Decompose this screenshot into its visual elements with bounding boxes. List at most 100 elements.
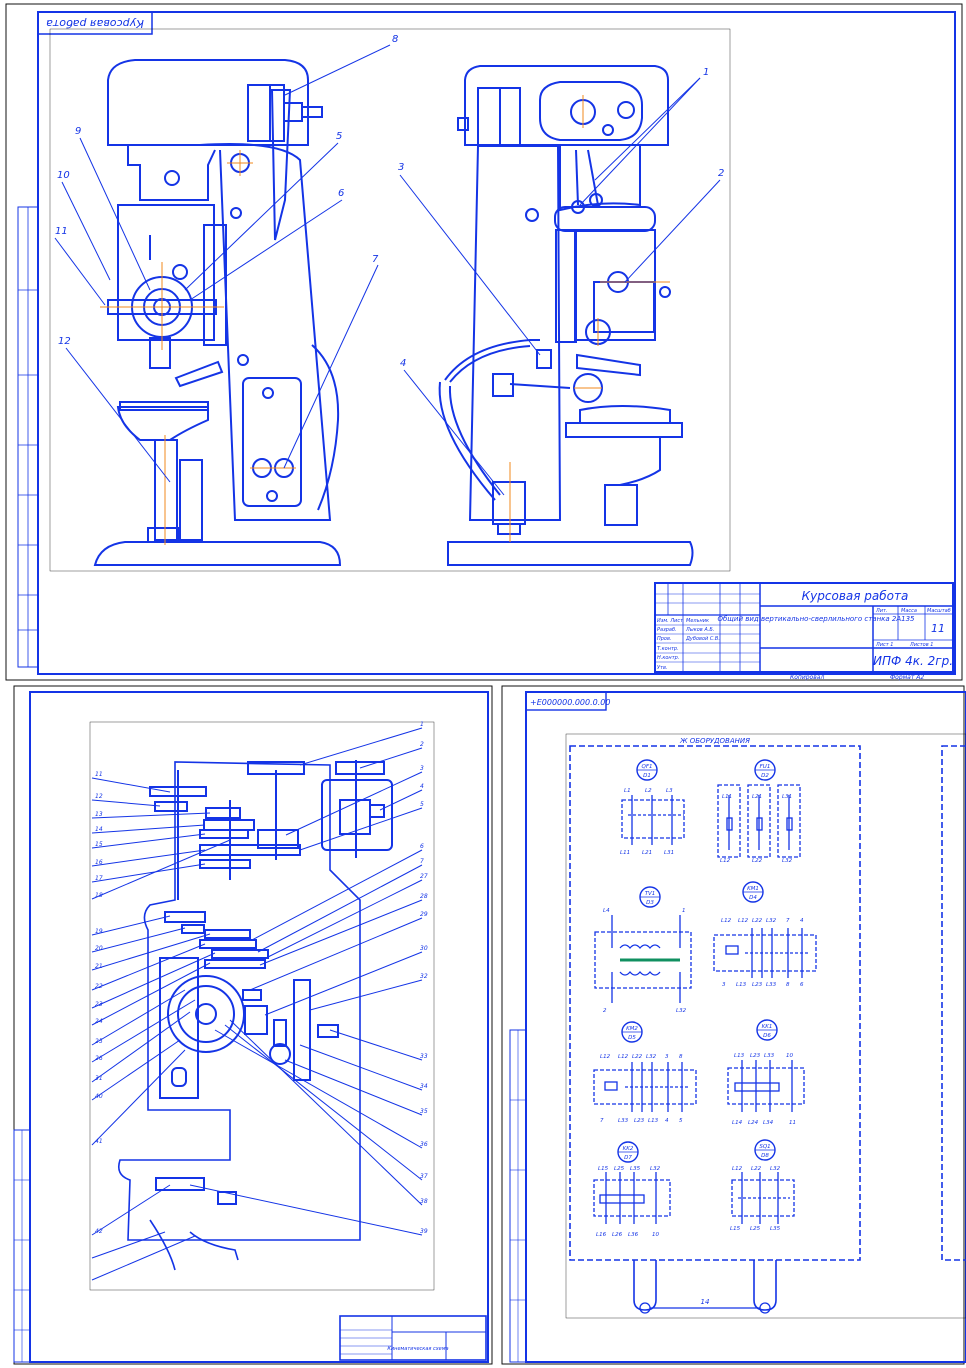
title-sheet-count: 11 bbox=[931, 622, 945, 635]
s2-label-l13: 24 bbox=[95, 1018, 103, 1025]
s2-label-l3: 14 bbox=[95, 826, 103, 833]
name-1: Лыков А.Б. bbox=[685, 627, 714, 633]
km1-bot-4: 8 bbox=[786, 982, 790, 988]
kk1-top-3: 10 bbox=[786, 1053, 793, 1059]
km1-bot-3: L33 bbox=[766, 982, 777, 988]
s2-label-r10: 30 bbox=[420, 945, 428, 952]
qf1-bot-0: L11 bbox=[620, 850, 630, 856]
name-0: Мельник bbox=[686, 618, 709, 624]
tag-km1: KM1 bbox=[747, 886, 759, 892]
kk1-top-2: L33 bbox=[764, 1053, 775, 1059]
s2-label-r14: 35 bbox=[420, 1108, 428, 1115]
km1-bot-0: 3 bbox=[722, 982, 726, 988]
s2-label-r11: 32 bbox=[420, 973, 428, 980]
tv1-top-0: L4 bbox=[603, 908, 610, 914]
tag-kk1: KK1 bbox=[762, 1024, 773, 1030]
kinematic-scheme bbox=[117, 760, 393, 1271]
tag-kk2: KK2 bbox=[623, 1146, 634, 1152]
role-4: Н.контр. bbox=[657, 655, 679, 661]
callout-12: 12 bbox=[58, 336, 71, 347]
s2-label-l15: 26 bbox=[95, 1055, 103, 1062]
panel-title: Ж ОБОРУДОВАНИЯ bbox=[679, 737, 750, 745]
km1-top-5: 4 bbox=[800, 918, 804, 924]
component-tags bbox=[617, 759, 778, 1163]
s2-label-r15: 36 bbox=[420, 1141, 428, 1148]
km2-top-0: L12 bbox=[600, 1054, 611, 1060]
s2-label-l11: 22 bbox=[95, 983, 103, 990]
tag-sq1: SQ1 bbox=[759, 1144, 770, 1150]
tag-tv1: TV1 bbox=[645, 891, 656, 897]
equipment-panel bbox=[569, 745, 861, 1261]
callout-11: 11 bbox=[55, 226, 68, 237]
kk1-bot-1: L24 bbox=[748, 1120, 759, 1126]
s2-label-l1: 12 bbox=[95, 793, 103, 800]
qf1-bot-1: L21 bbox=[642, 850, 652, 856]
km2-bot-3: L13 bbox=[648, 1118, 659, 1124]
s2-label-r8: 28 bbox=[420, 893, 428, 900]
qf1-top-0: L1 bbox=[624, 788, 631, 794]
fu1-bot-2: L32 bbox=[782, 858, 793, 864]
rotated-stamp: Курсовая работа bbox=[46, 17, 144, 30]
fu1-top-1: L21 bbox=[752, 794, 762, 800]
role-3: Т.контр. bbox=[657, 646, 679, 652]
tag-qf1: QF1 bbox=[642, 764, 653, 770]
sq1-bot-0: L15 bbox=[730, 1226, 741, 1232]
title-col-mass: Масса bbox=[901, 608, 917, 614]
callout-2: 2 bbox=[718, 168, 724, 179]
callout-1: 1 bbox=[703, 67, 709, 78]
km1-top-4: 7 bbox=[786, 918, 790, 924]
km1-bot-2: L23 bbox=[752, 982, 763, 988]
kk1-bot-3: 11 bbox=[789, 1120, 796, 1126]
sheet-2: 11 12 13 14 15 16 17 18 19 20 21 22 23 2… bbox=[13, 685, 493, 1365]
kk2-bot-3: 10 bbox=[652, 1232, 659, 1238]
tag-km2: KM2 bbox=[626, 1026, 638, 1032]
s2-label-r13: 34 bbox=[420, 1083, 428, 1090]
tag-tv1-sub: D3 bbox=[646, 900, 654, 906]
drill-press-front-view bbox=[93, 59, 342, 566]
km1-bot-5: 6 bbox=[800, 982, 804, 988]
leader-lines-sheet1 bbox=[54, 44, 721, 496]
km1-top-1: L12 bbox=[738, 918, 749, 924]
drill-press-side-view bbox=[438, 65, 694, 566]
s2-label-r9: 29 bbox=[420, 911, 428, 918]
s2-label-r7: 27 bbox=[420, 873, 428, 880]
sq1-top-2: L32 bbox=[770, 1166, 781, 1172]
callout-9: 9 bbox=[75, 126, 81, 137]
role-5: Утв. bbox=[657, 665, 668, 671]
title-designation: Общий вид вертикально-сверлильного станк… bbox=[717, 615, 915, 623]
s2-label-r0: 1 bbox=[420, 721, 424, 728]
callout-10: 10 bbox=[57, 170, 70, 181]
kk2-top-1: L25 bbox=[614, 1166, 625, 1172]
s2-label-r6: 7 bbox=[420, 858, 424, 865]
km2-top-5: 8 bbox=[679, 1054, 683, 1060]
kk1-bot-2: L34 bbox=[763, 1120, 774, 1126]
tag-qf1-sub: D1 bbox=[643, 773, 651, 779]
tv1-top-1: 1 bbox=[682, 908, 686, 914]
sheet-1: Курсовая работа bbox=[5, 3, 963, 681]
callout-4: 4 bbox=[400, 358, 406, 369]
kk1-bot-0: L14 bbox=[732, 1120, 743, 1126]
fu1-top-0: L11 bbox=[722, 794, 732, 800]
tag-km1-sub: D4 bbox=[749, 895, 757, 901]
s2-label-r18: 39 bbox=[420, 1228, 428, 1235]
sheet-3: +E000000.000.0.00 Ж ОБОРУДОВАНИЯ bbox=[501, 685, 966, 1365]
code-box: +E000000.000.0.00 bbox=[530, 698, 610, 707]
qf1-bot-2: L31 bbox=[664, 850, 674, 856]
s2-label-l10: 21 bbox=[95, 963, 103, 970]
tag-kk2-sub: D7 bbox=[624, 1155, 632, 1161]
kk2-bot-0: L16 bbox=[596, 1232, 607, 1238]
fu1-top-2: L31 bbox=[782, 794, 792, 800]
tv1-bot-1: L32 bbox=[676, 1008, 687, 1014]
s2-label-l14: 25 bbox=[95, 1038, 103, 1045]
callout-numbers-sheet1: 8 9 10 11 5 6 7 12 1 2 3 4 bbox=[55, 34, 724, 369]
callout-6: 6 bbox=[338, 188, 344, 199]
s2-label-l12: 23 bbox=[95, 1001, 103, 1008]
s2-label-l6: 17 bbox=[95, 875, 103, 882]
title-col-scale: Масштаб bbox=[927, 608, 951, 614]
s2-label-r2: 3 bbox=[420, 765, 424, 772]
terminal-labels: L1 L2 L3 L11 L21 L31 L11 L21 L31 L12 L22… bbox=[596, 788, 804, 1238]
km2-bot-2: L23 bbox=[634, 1118, 645, 1124]
km2-bot-4: 4 bbox=[665, 1118, 669, 1124]
km1-top-0: L12 bbox=[721, 918, 732, 924]
title-block-sheet1: Курсовая работа Общий вид вертикально-св… bbox=[654, 582, 954, 681]
